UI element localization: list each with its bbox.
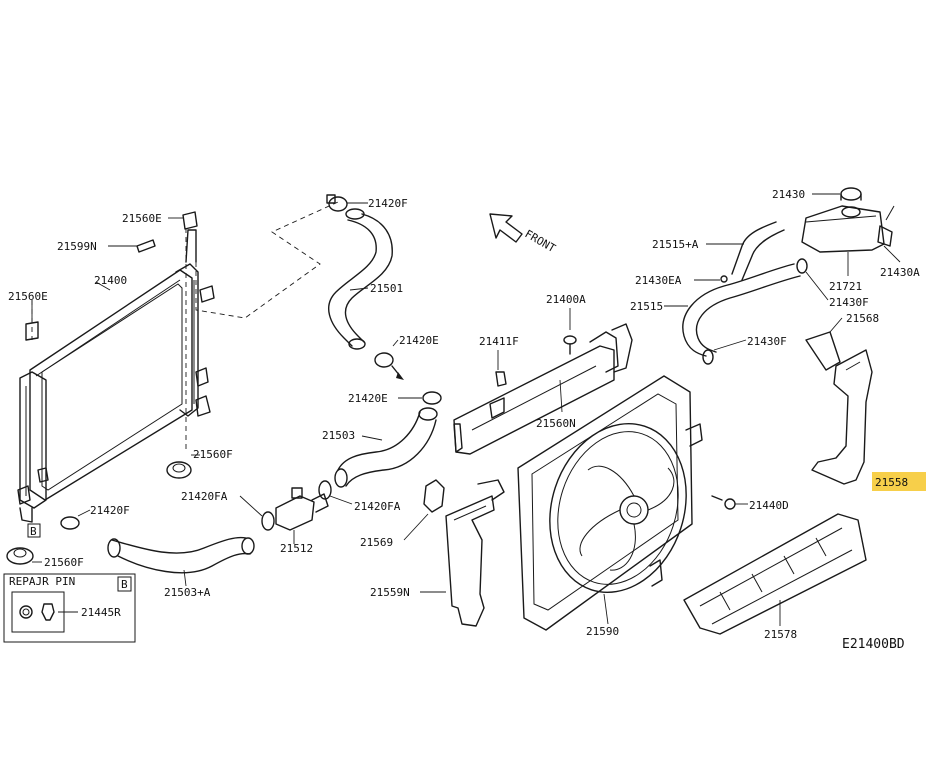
- repair-pin-badge: B: [121, 578, 128, 591]
- label-21599N: 21599N: [57, 240, 97, 253]
- lower-hose-21503: [334, 407, 438, 488]
- label-21501: 21501: [370, 282, 403, 295]
- clamp-21420E-mid: [374, 339, 404, 380]
- label-21400: 21400: [94, 274, 127, 287]
- reservoir-tank-21721: [801, 205, 885, 276]
- clamp-21420FA-left: [239, 495, 275, 531]
- cap-21560E-top: [168, 211, 198, 230]
- label-21420F-low: 21420F: [90, 504, 130, 517]
- label-21599N-part: [108, 239, 156, 253]
- hose-21515A: [706, 221, 785, 281]
- label-21400A: 21400A: [546, 293, 586, 306]
- hose-21515: [664, 263, 801, 357]
- clamp-21420F-top: [326, 194, 368, 212]
- label-21560F-bottom: 21560F: [44, 556, 84, 569]
- lower-shroud-21578: [683, 513, 867, 635]
- bracket-21568: [805, 317, 843, 371]
- label-21560E-left: 21560E: [8, 290, 48, 303]
- label-21568: 21568: [846, 312, 879, 325]
- label-21411F: 21411F: [479, 335, 519, 348]
- label-21560E-top: 21560E: [122, 212, 162, 225]
- label-21503A: 21503+A: [164, 586, 211, 599]
- upper-hose-21501: [327, 208, 393, 350]
- bolt-21440D: [711, 495, 748, 510]
- label-21420E-mid: 21420E: [399, 334, 439, 347]
- label-21420FA-left: 21420FA: [181, 490, 228, 503]
- bracket-21569: [403, 479, 445, 541]
- clip-21430A: [877, 205, 901, 263]
- repair-pin-title: REPAJR PIN: [9, 575, 75, 588]
- callout-badge-text: B: [30, 525, 37, 538]
- callout-badge-b: B: [27, 523, 41, 538]
- clamp-21430F-low: [702, 339, 747, 365]
- label-21503: 21503: [322, 429, 355, 442]
- thermostat-housing-21512: [275, 487, 329, 544]
- front-direction-arrow: FRONT: [489, 213, 559, 255]
- label-21430A: 21430A: [880, 266, 920, 279]
- fan-shroud-21590: [517, 375, 703, 631]
- clamp-21420FA-right: [318, 480, 353, 505]
- bolt-21400A: [563, 308, 577, 355]
- label-21569: 21569: [360, 536, 393, 549]
- label-21430F-low: 21430F: [747, 335, 787, 348]
- label-21515: 21515: [630, 300, 663, 313]
- seal-21559N: [420, 479, 505, 627]
- lower-hose-21503A: [107, 536, 255, 587]
- clamp-21420E-low: [398, 391, 442, 405]
- cap-21430: [812, 187, 862, 201]
- label-21420FA-right: 21420FA: [354, 500, 401, 513]
- upper-bracket-21560N: [453, 323, 633, 455]
- repair-pin-part: 21445R: [81, 606, 121, 619]
- label-21515A: 21515+A: [652, 238, 699, 251]
- label-21721: 21721: [829, 280, 862, 293]
- label-21420E-low: 21420E: [348, 392, 388, 405]
- label-21440D: 21440D: [749, 499, 789, 512]
- mount-21560F-right: [166, 454, 200, 479]
- label-21430F-top: 21430F: [829, 296, 869, 309]
- label-21430: 21430: [772, 188, 805, 201]
- label-21420F-top: 21420F: [368, 197, 408, 210]
- label-21558: 21558: [875, 476, 908, 489]
- clip-21430EA: [694, 275, 728, 283]
- label-21578: 21578: [764, 628, 797, 641]
- seal-21558: [811, 349, 926, 491]
- clamp-21420F-low: [60, 509, 91, 530]
- clip-21411F: [495, 350, 507, 387]
- front-label: FRONT: [523, 227, 559, 255]
- mount-21560F-bottom: [6, 547, 42, 565]
- diagram-code: E21400BD: [842, 637, 905, 652]
- label-21560F-right: 21560F: [193, 448, 233, 461]
- repair-pin-box: B REPAJR PIN 21445R: [3, 573, 136, 643]
- radiator: [17, 229, 215, 523]
- label-21590: 21590: [586, 625, 619, 638]
- label-21560N: 21560N: [536, 417, 576, 430]
- clamp-21430F-top: [796, 258, 829, 301]
- label-21512: 21512: [280, 542, 313, 555]
- label-21559N: 21559N: [370, 586, 410, 599]
- label-21430EA: 21430EA: [635, 274, 682, 287]
